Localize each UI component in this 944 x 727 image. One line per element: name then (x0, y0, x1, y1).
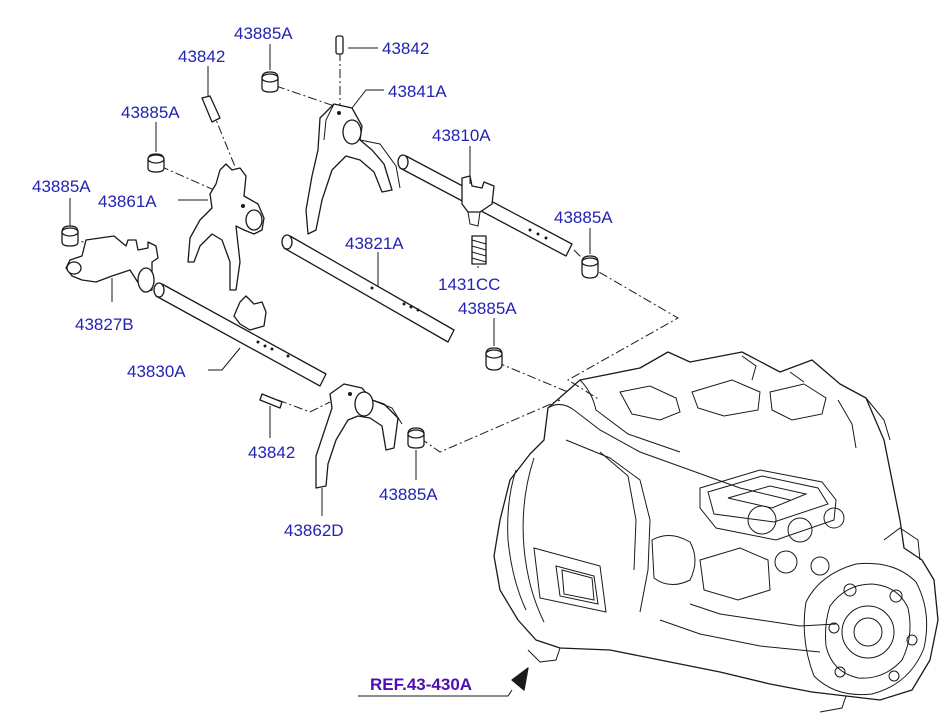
bush-43885a-top[interactable] (261, 71, 279, 93)
reference-link-43-430a[interactable]: REF.43-430A (370, 675, 472, 694)
label-43885a-right[interactable]: 43885A (554, 208, 613, 227)
label-43841a[interactable]: 43841A (388, 82, 447, 101)
rod-43810a[interactable] (397, 154, 573, 257)
transmission-case-drawing[interactable] (493, 351, 939, 713)
bush-43885a-middle[interactable] (485, 347, 503, 371)
label-43885a-bottom[interactable]: 43885A (379, 485, 438, 504)
lever-43827b[interactable] (65, 235, 159, 293)
rod-43821a[interactable] (281, 234, 455, 343)
pin-43842-top[interactable] (335, 35, 344, 55)
label-43842-upper-left[interactable]: 43842 (178, 47, 225, 66)
bush-43885a-bottom[interactable] (407, 427, 425, 449)
rod-43830a[interactable] (153, 282, 327, 387)
fork-43841a[interactable] (305, 103, 401, 235)
fork-43861a[interactable] (187, 163, 265, 291)
label-43885a-upper-left[interactable]: 43885A (121, 103, 180, 122)
label-43821a[interactable]: 43821A (345, 234, 404, 253)
bush-43885a-upper-left[interactable] (147, 153, 165, 173)
part-labels: 43885A 43842 43842 43841A 43885A 43810A … (32, 24, 613, 694)
label-43810a[interactable]: 43810A (432, 126, 491, 145)
label-1431cc[interactable]: 1431CC (438, 275, 500, 294)
label-43862d[interactable]: 43862D (284, 521, 344, 540)
bush-43885a-right[interactable] (581, 255, 599, 279)
spring-1431cc[interactable] (471, 235, 487, 265)
label-43861a[interactable]: 43861A (98, 192, 157, 211)
label-43830a[interactable]: 43830A (127, 362, 186, 381)
label-43885a-middle[interactable]: 43885A (458, 299, 517, 318)
label-43885a-top[interactable]: 43885A (234, 24, 293, 43)
pin-43842-upper-left[interactable] (201, 95, 221, 123)
label-43842-top[interactable]: 43842 (382, 39, 429, 58)
bush-43885a-far-left[interactable] (61, 225, 79, 247)
leader-lines (69, 44, 591, 697)
pin-43842-lower[interactable] (259, 393, 283, 409)
fork-43862d[interactable] (315, 383, 403, 489)
label-43842-lower[interactable]: 43842 (248, 443, 295, 462)
label-43827b[interactable]: 43827B (75, 315, 134, 334)
label-43885a-far-left[interactable]: 43885A (32, 177, 91, 196)
